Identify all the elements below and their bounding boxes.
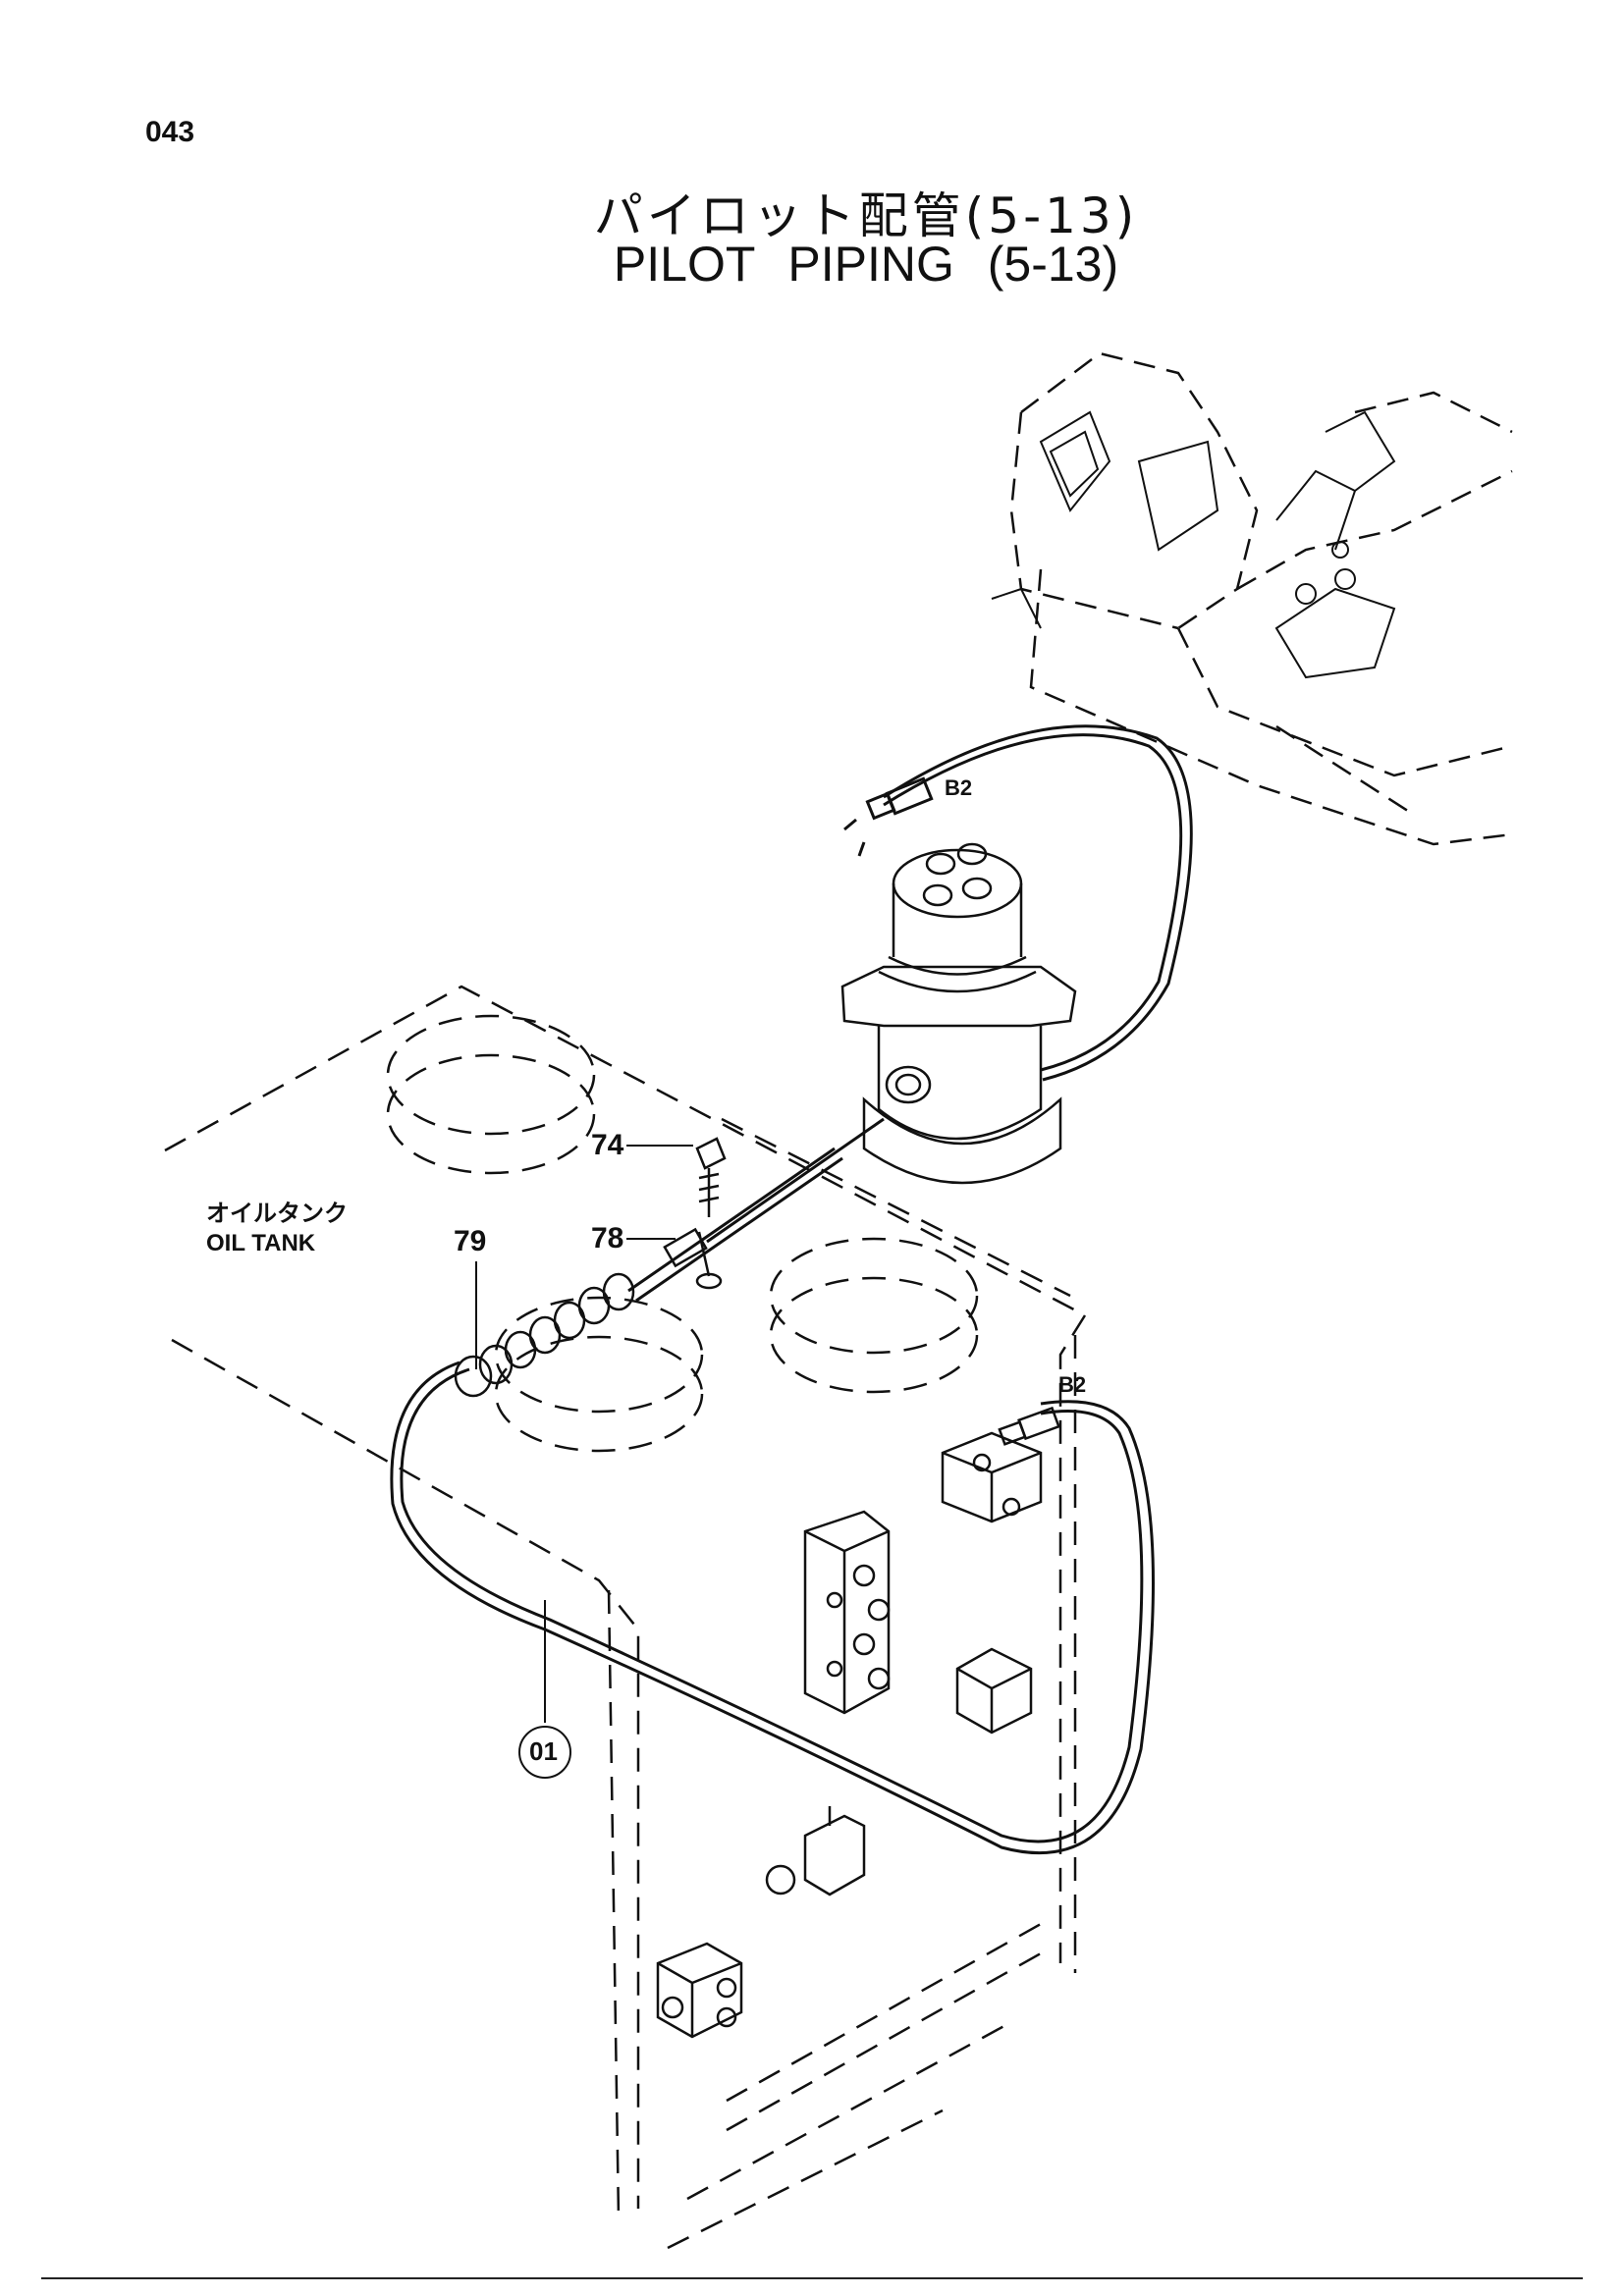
callout-78: 78 bbox=[591, 1222, 624, 1255]
pilot-hose-main bbox=[390, 1117, 1155, 1855]
port-label-b2-bottom: B2 bbox=[1058, 1372, 1087, 1397]
page-number: 043 bbox=[145, 116, 195, 148]
pilot-hose-upper bbox=[843, 724, 1193, 1082]
swivel-joint bbox=[840, 842, 1077, 1185]
port-label-b2-top: B2 bbox=[945, 775, 973, 800]
machine-details bbox=[991, 410, 1396, 679]
leader-lines bbox=[475, 1145, 693, 1779]
valve-blocks bbox=[656, 1431, 1043, 2039]
page-title-english: PILOT PIPING (5-13) bbox=[613, 237, 1119, 292]
callout-74: 74 bbox=[591, 1129, 624, 1161]
callout-79: 79 bbox=[454, 1225, 487, 1257]
clamp-and-bolt bbox=[663, 1137, 727, 1290]
oil-tank-label-jp: オイルタンク bbox=[206, 1201, 348, 1227]
oil-tank-label: オイルタンク OIL TANK bbox=[206, 1200, 348, 1258]
oil-tank-outline bbox=[164, 985, 1087, 2250]
spring-guard bbox=[454, 1272, 635, 1398]
bottom-rule bbox=[41, 2277, 1583, 2279]
page-title-japanese: パイロット配管(5-13) bbox=[593, 187, 1139, 244]
machine-outline bbox=[1009, 351, 1513, 846]
oil-tank-label-en: OIL TANK bbox=[206, 1230, 316, 1256]
callout-01: 01 bbox=[529, 1736, 558, 1766]
